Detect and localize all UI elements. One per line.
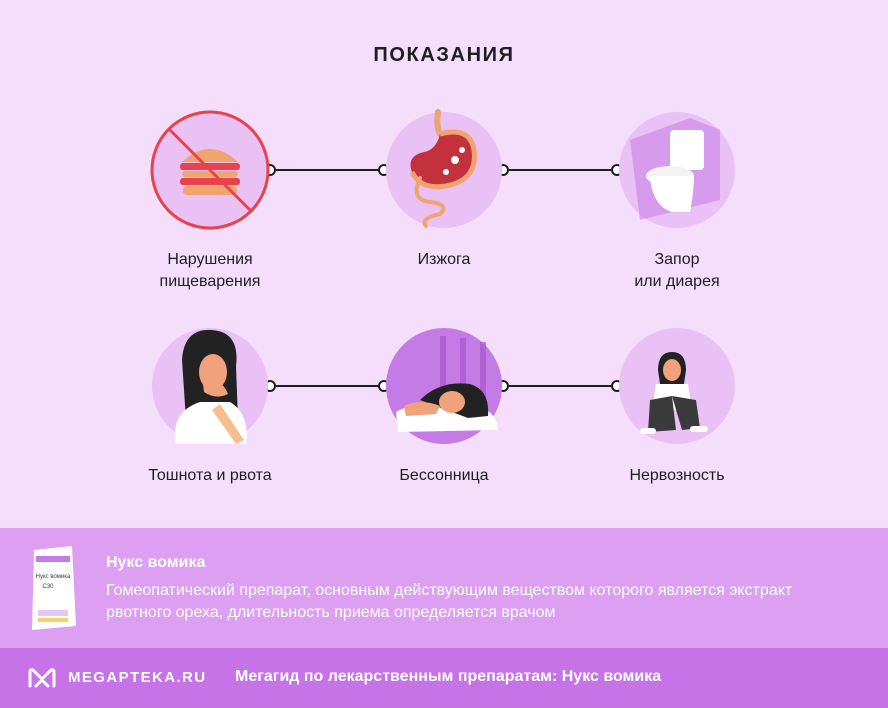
megapteka-logo-text[interactable]: MEGAPTEKA.RU [68,669,207,686]
drug-box-dose: C30 [42,584,54,590]
megapteka-logo-icon [28,668,56,688]
label-heartburn: Изжога [417,251,471,268]
label-insomnia: Бессонница [399,467,489,484]
label-constipation: Запор или диарея [634,251,720,290]
drug-info-band: Нукс вомика C30 Нукс вомика Гомеопатичес… [0,528,888,648]
drug-box-icon: Нукс вомика C30 [32,546,76,630]
nervous-woman-icon [619,328,735,444]
footer-caption: Мегагид по лекарственным препаратам: Нук… [235,668,662,685]
indications-diagram [150,109,735,444]
stomach-icon [386,109,502,228]
drug-box-label: Нукс вомика [36,574,71,580]
drug-description: Гомеопатический препарат, основным дейст… [106,582,793,621]
label-nausea: Тошнота и рвота [148,467,272,484]
insomnia-woman-icon [386,328,502,444]
label-digestion: Нарушения пищеварения [159,251,261,290]
no-burger-icon [150,110,270,230]
nausea-woman-icon [152,328,268,444]
footer: MEGAPTEKA.RU Мегагид по лекарственным пр… [0,648,888,708]
label-nervousness: Нервозность [629,467,725,484]
toilet-icon [619,112,735,228]
drug-name: Нукс вомика [106,554,206,571]
page-title: ПОКАЗАНИЯ [373,44,515,66]
